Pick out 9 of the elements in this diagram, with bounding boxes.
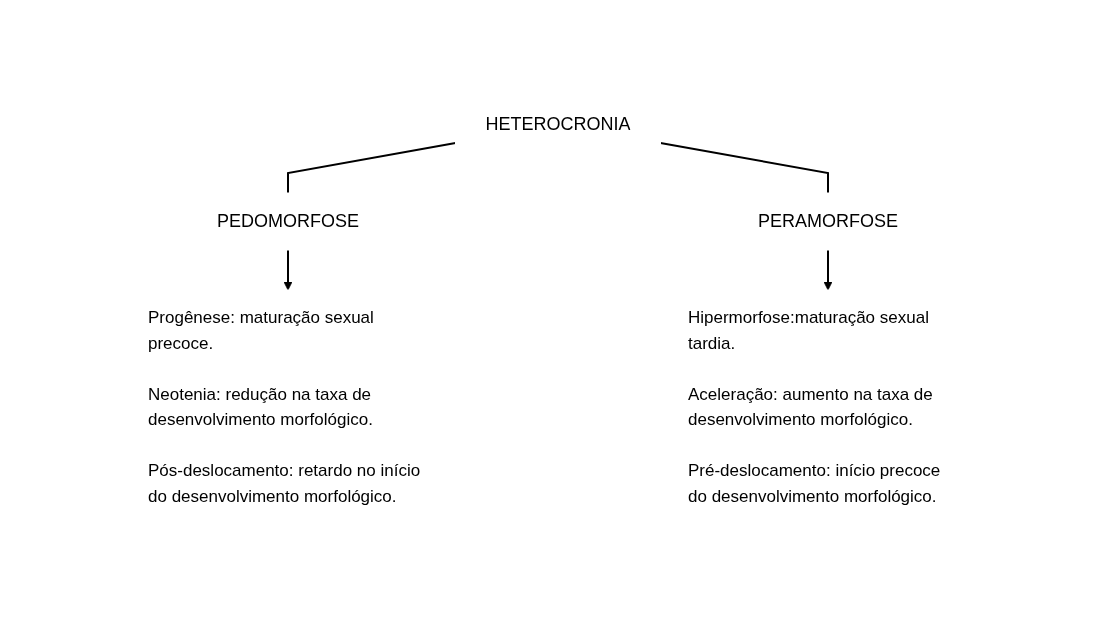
node-text: Hipermorfose:maturação sexual tardia. Aceleração: aumento na taxa de desenvolvimento morfológico. Pré-deslocamento: início precoce do desenvolvimento morfológico. [687,308,940,506]
arrow [283,249,292,291]
node-text: PEDOMORFOSE [216,211,359,231]
arrow [823,249,832,291]
node-text: HETEROCRONIA [484,114,631,134]
connector [286,141,456,194]
connector [659,141,829,194]
node-text: PERAMORFOSE [757,211,898,231]
node-text: Progênese: maturação sexual precoce. Neotenia: redução na taxa de desenvolvimento morfológico. Pós-deslocamento: retardo no início do desenvolvimento morfológico. [147,308,420,506]
